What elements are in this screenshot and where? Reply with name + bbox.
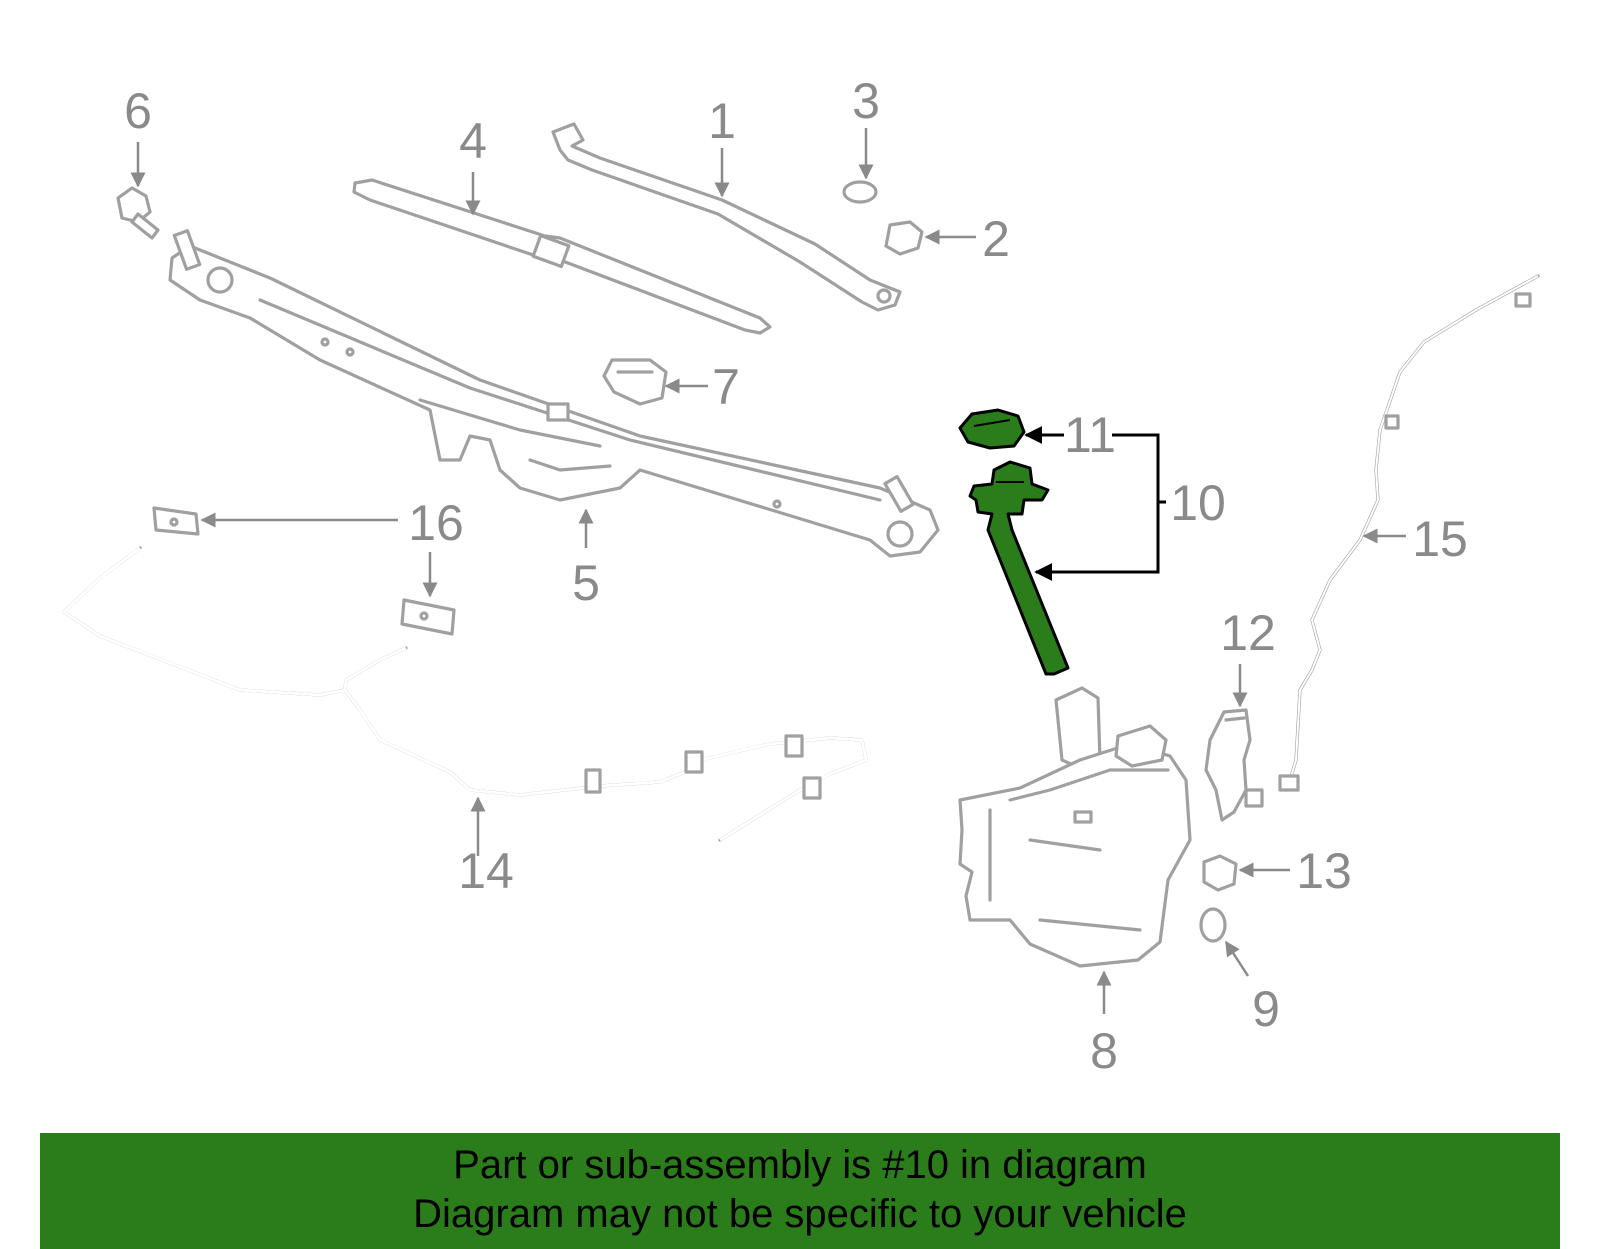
callout-14: 14 bbox=[458, 843, 514, 899]
wiper-blade-part bbox=[352, 178, 772, 335]
washer-hose-part bbox=[61, 546, 868, 842]
parts-diagram: 1 2 3 4 5 6 7 8 9 10 11 12 13 14 15 16 bbox=[61, 73, 1540, 1079]
washer-part bbox=[842, 180, 878, 204]
banner-line-1: Part or sub-assembly is #10 in diagram bbox=[453, 1143, 1147, 1187]
filler-neck-part bbox=[968, 460, 1070, 676]
callout-12: 12 bbox=[1220, 605, 1276, 661]
wiper-linkage-part bbox=[168, 229, 940, 558]
bolt-part bbox=[116, 186, 160, 240]
callout-5: 5 bbox=[572, 555, 600, 611]
callout-15: 15 bbox=[1412, 511, 1468, 567]
info-banner: Part or sub-assembly is #10 in diagram D… bbox=[40, 1133, 1560, 1249]
clip-part-1 bbox=[152, 506, 200, 536]
callout-2: 2 bbox=[982, 211, 1010, 267]
callout-11: 11 bbox=[1064, 407, 1116, 463]
washer-pump-part bbox=[1204, 708, 1264, 822]
callout-6: 6 bbox=[124, 83, 152, 139]
washer-reservoir-part bbox=[958, 686, 1192, 968]
callout-8: 8 bbox=[1090, 1023, 1118, 1079]
clip-part-2 bbox=[400, 598, 456, 636]
wiper-arm-part bbox=[551, 122, 902, 312]
grommet-part bbox=[602, 358, 668, 406]
callout-4: 4 bbox=[459, 113, 487, 169]
filler-cap-part bbox=[958, 408, 1026, 450]
o-ring-part bbox=[1199, 907, 1227, 943]
callout-7: 7 bbox=[712, 359, 740, 415]
pump-grommet-part bbox=[1202, 854, 1238, 892]
nut-part bbox=[884, 220, 924, 256]
callout-10: 10 bbox=[1170, 475, 1226, 531]
leader-lines bbox=[130, 128, 1406, 1014]
callout-13: 13 bbox=[1296, 843, 1352, 899]
callout-1: 1 bbox=[708, 93, 736, 149]
hose-part bbox=[1278, 274, 1540, 792]
banner-line-2: Diagram may not be specific to your vehi… bbox=[413, 1192, 1187, 1236]
callout-9: 9 bbox=[1252, 981, 1280, 1037]
callout-3: 3 bbox=[852, 73, 880, 129]
callout-16: 16 bbox=[408, 495, 464, 551]
